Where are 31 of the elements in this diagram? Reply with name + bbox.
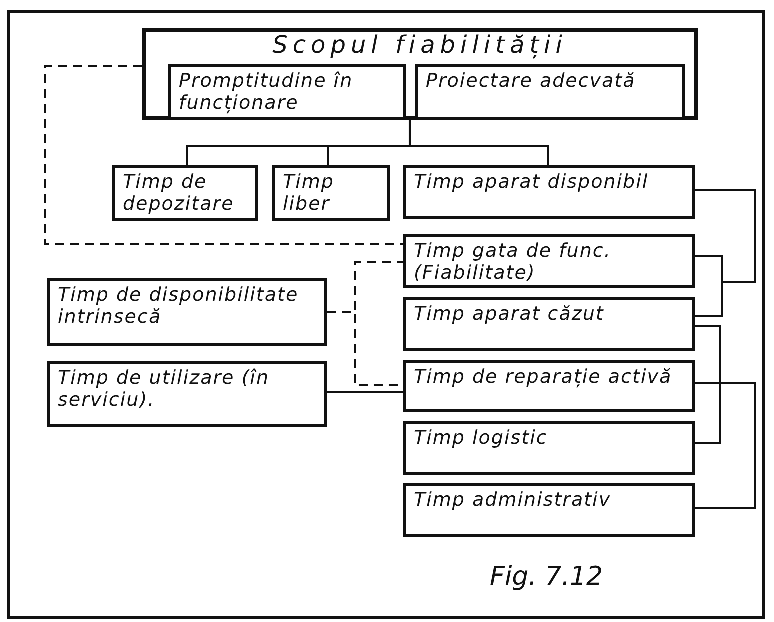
group-title: Scopul fiabilității <box>272 32 568 58</box>
process-box <box>403 483 695 537</box>
figure-caption: Fig. 7.12 <box>490 562 604 592</box>
process-box <box>403 421 695 475</box>
process-box <box>168 64 406 120</box>
group-box <box>142 28 698 120</box>
box-label: Timp liber <box>282 170 336 217</box>
box-label: Timp aparat căzut <box>413 302 606 327</box>
box-label: Timp de utilizare (în serviciu). <box>57 366 271 413</box>
box-label: Promptitudine în funcționare <box>178 69 354 116</box>
process-box <box>415 64 685 120</box>
dashed-connector <box>44 65 403 245</box>
process-box <box>47 361 327 427</box>
connector-line <box>695 325 756 509</box>
box-label: Timp aparat disponibil <box>413 170 650 195</box>
box-label: Timp de disponibilitate intrinsecă <box>57 283 300 330</box>
box-label: Timp logistic <box>413 426 549 451</box>
process-box <box>272 165 390 221</box>
process-box <box>403 165 695 219</box>
box-label: Timp de depozitare <box>122 170 236 217</box>
process-box <box>47 278 327 346</box>
process-box <box>403 234 695 288</box>
box-label: Timp de reparație activă <box>413 365 674 390</box>
box-label: Timp gata de func. (Fiabilitate) <box>413 239 612 286</box>
process-box <box>403 297 695 351</box>
process-box <box>112 165 258 221</box>
connector-line <box>695 189 756 317</box>
connector-line <box>327 390 403 394</box>
box-label: Timp administrativ <box>413 488 612 513</box>
box-label: Proiectare adecvată <box>425 69 637 94</box>
process-box <box>403 360 695 412</box>
